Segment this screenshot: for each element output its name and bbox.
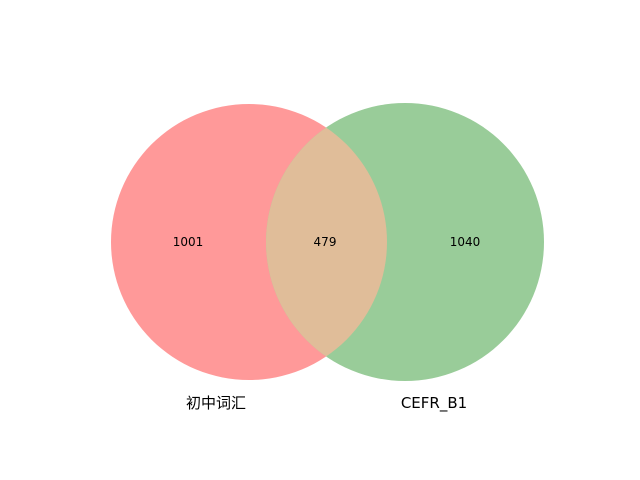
- only-a-count: 1001: [173, 235, 204, 249]
- intersection-count: 479: [314, 235, 337, 249]
- intersection-region: [266, 104, 387, 380]
- set-a-label: 初中词汇: [186, 394, 246, 412]
- set-b-label: CEFR_B1: [401, 394, 467, 413]
- only-b-count: 1040: [450, 235, 481, 249]
